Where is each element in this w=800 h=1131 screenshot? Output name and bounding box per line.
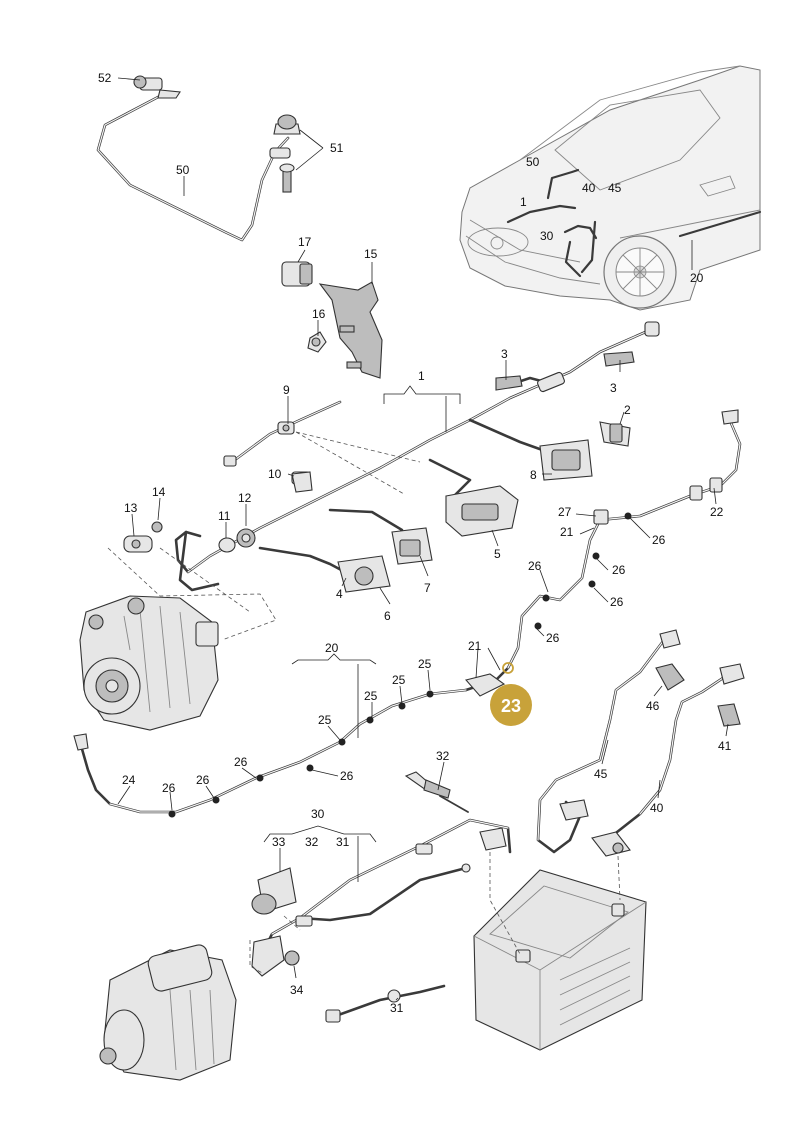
callout-46: 46 [646, 699, 660, 713]
callout-13: 13 [124, 501, 138, 515]
callout-15: 15 [364, 247, 378, 261]
vehicle-illustration [459, 65, 762, 311]
callout-6: 6 [384, 609, 391, 623]
callout-7: 7 [424, 581, 431, 595]
callout-car-1: 1 [520, 195, 527, 209]
callout-8: 8 [530, 468, 537, 482]
callout-5: 5 [494, 547, 501, 561]
callout-17: 17 [298, 235, 312, 249]
callout-labels: 52 51 50 17 15 16 1 3 9 2 10 8 14 13 12 … [98, 71, 732, 1015]
callout-14: 14 [152, 485, 166, 499]
callout-3: 3 [501, 347, 508, 361]
highlight-callout-23[interactable]: 23 [490, 684, 532, 726]
callout-32-lower: 32 [305, 835, 319, 849]
callout-22: 22 [710, 505, 724, 519]
callout-4: 4 [336, 587, 343, 601]
callout-31-lower: 31 [390, 1001, 404, 1015]
callout-25-d: 25 [318, 713, 332, 727]
callout-24: 24 [122, 773, 136, 787]
callout-25-b: 25 [392, 673, 406, 687]
callout-34: 34 [290, 983, 304, 997]
callout-26-d: 26 [610, 595, 624, 609]
callout-41: 41 [718, 739, 732, 753]
starter-motor [99, 944, 237, 1081]
positive-cable-assembly [73, 409, 742, 818]
callout-9: 9 [283, 383, 290, 397]
callout-26-f: 26 [340, 769, 354, 783]
callout-26-i: 26 [162, 781, 176, 795]
ground-cable-assembly [96, 75, 301, 242]
callout-26-b: 26 [612, 563, 626, 577]
callout-30: 30 [311, 807, 325, 821]
highlight-label: 23 [501, 696, 521, 716]
main-wiring-harness [123, 321, 660, 593]
callout-car-20: 20 [690, 271, 704, 285]
callout-12: 12 [238, 491, 252, 505]
callout-25-a: 25 [418, 657, 432, 671]
callout-car-30: 30 [540, 229, 554, 243]
callout-26-c: 26 [528, 559, 542, 573]
bracket-assembly [281, 261, 383, 379]
callout-10: 10 [268, 467, 282, 481]
callout-20: 20 [325, 641, 339, 655]
callout-27: 27 [558, 505, 572, 519]
callout-32-upper: 32 [436, 749, 450, 763]
callout-3-lower: 3 [610, 381, 617, 395]
callout-45: 45 [594, 767, 608, 781]
leader-lines [107, 77, 729, 1001]
callout-car-45: 45 [608, 181, 622, 195]
callout-26-a: 26 [652, 533, 666, 547]
callout-1: 1 [418, 369, 425, 383]
callout-16: 16 [312, 307, 326, 321]
callout-50: 50 [176, 163, 190, 177]
callout-26-g: 26 [234, 755, 248, 769]
callout-25-c: 25 [364, 689, 378, 703]
callout-40: 40 [650, 801, 664, 815]
callout-31: 31 [336, 835, 350, 849]
callout-11: 11 [218, 509, 231, 523]
battery-cables [536, 629, 745, 857]
callout-52: 52 [98, 71, 112, 85]
callout-26-h: 26 [196, 773, 210, 787]
callout-car-50: 50 [526, 155, 540, 169]
callout-21-lower: 21 [468, 639, 482, 653]
alternator [79, 595, 219, 731]
callout-51: 51 [330, 141, 344, 155]
callout-26-e: 26 [546, 631, 560, 645]
battery [473, 869, 647, 1051]
starter-cable-assembly [251, 771, 512, 1023]
callout-21-upper: 21 [560, 525, 574, 539]
callout-car-40: 40 [582, 181, 596, 195]
callout-2: 2 [624, 403, 631, 417]
callout-33: 33 [272, 835, 286, 849]
